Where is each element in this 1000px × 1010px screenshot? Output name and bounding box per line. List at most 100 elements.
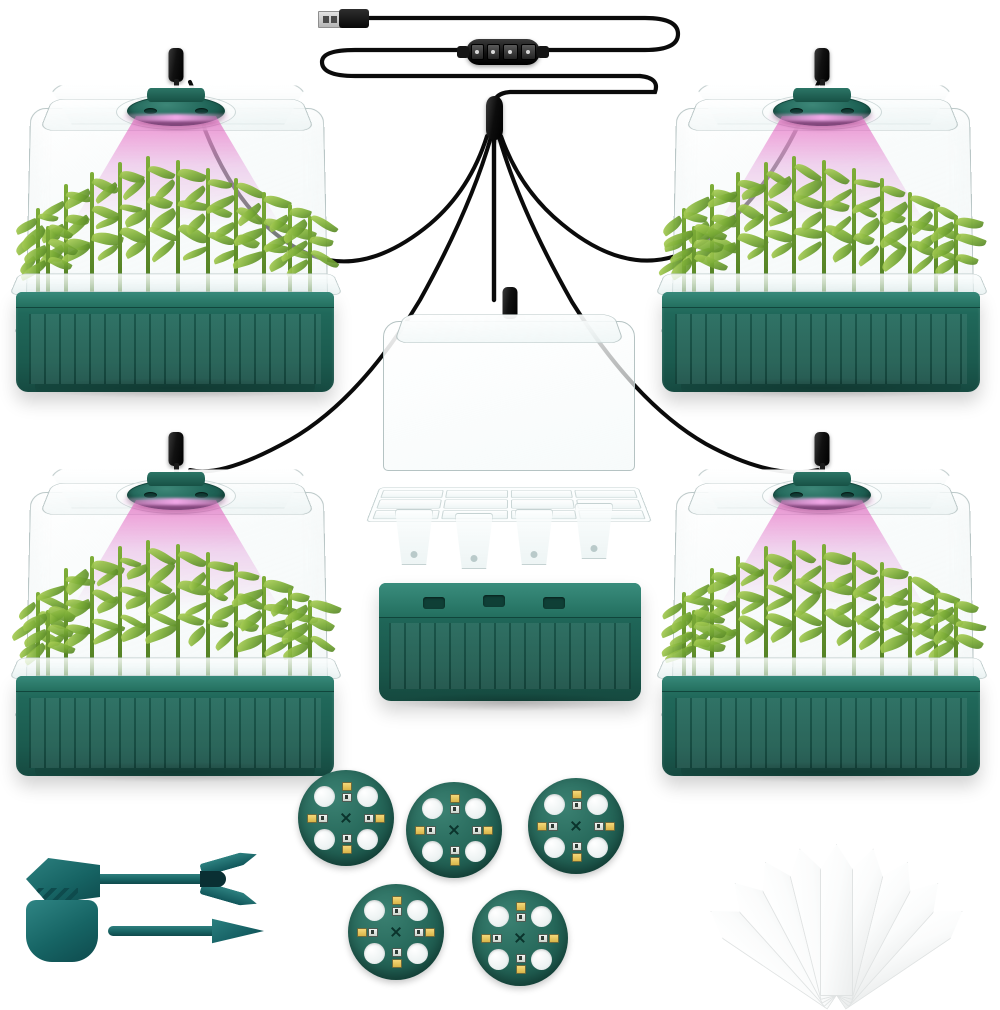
cable-splitter	[486, 96, 503, 140]
power-button[interactable]	[471, 44, 484, 60]
led-grow-light-board[interactable]	[528, 778, 624, 874]
seedling-leaf	[91, 627, 120, 645]
led-board-center-mark	[570, 820, 582, 832]
led-chip-cool	[450, 805, 460, 814]
led-chip-warm	[516, 902, 526, 911]
insert-pot	[455, 513, 493, 569]
led-board-center-mark	[390, 926, 402, 938]
seedling-leaf	[148, 207, 179, 232]
led-chip-cool	[572, 801, 582, 810]
tray-base[interactable]	[662, 676, 980, 776]
tray-base[interactable]	[16, 292, 334, 392]
seedling-leaf	[955, 598, 979, 617]
drain-slot	[543, 597, 565, 609]
scoop-shovel-icon	[26, 900, 98, 962]
led-board-hole	[422, 798, 443, 819]
led-chip-warm	[572, 790, 582, 799]
tool-rake-fork[interactable]	[22, 852, 272, 904]
led-board-hole	[531, 906, 552, 927]
serrated-trowel-icon	[26, 856, 100, 906]
led-chip-warm	[342, 782, 352, 791]
led-board-center-mark	[514, 932, 526, 944]
tray-top-left[interactable]	[6, 78, 346, 408]
led-chip-warm	[572, 853, 582, 862]
drain-slot	[483, 595, 505, 607]
seedling-leaf	[235, 634, 265, 653]
led-chip-cool	[594, 822, 604, 831]
seedling-leaf	[207, 176, 232, 190]
timer-button[interactable]	[487, 44, 500, 60]
tray-base[interactable]	[379, 583, 641, 701]
led-chip-cool	[364, 814, 374, 823]
led-chip-cool	[492, 934, 502, 943]
plant-label-markers[interactable]	[700, 826, 990, 996]
led-board-hole	[465, 798, 486, 819]
dome-top-face	[394, 314, 625, 343]
seedling-leaf	[955, 251, 978, 267]
led-grow-light-board[interactable]	[348, 884, 444, 980]
tray-shadow	[668, 762, 978, 782]
tray-shadow	[22, 762, 332, 782]
seedling-leaf	[181, 246, 208, 261]
tool-shaft	[88, 874, 214, 884]
seedling-leaf	[207, 559, 235, 575]
seedling-leaf	[769, 241, 794, 258]
tray-lip	[379, 583, 641, 618]
tool-scoop-dibber[interactable]	[22, 900, 272, 962]
seedling-leaf	[824, 165, 850, 188]
led-board-center-mark	[340, 812, 352, 824]
seedling-leaf	[150, 239, 178, 263]
led-board-hole	[314, 786, 335, 807]
light-plug-icon	[815, 432, 830, 466]
led-board-hole	[314, 829, 335, 850]
seedling-leaf	[910, 254, 936, 275]
led-board-hole	[544, 794, 565, 815]
seedling-leaf	[795, 241, 824, 262]
trowel-teeth	[26, 888, 78, 900]
led-board-hole	[488, 906, 509, 927]
humidity-dome	[383, 321, 635, 471]
mode-button[interactable]	[503, 44, 518, 60]
tray-ribs	[29, 698, 322, 768]
cell-insert-tray	[373, 473, 645, 565]
led-chip-cool	[516, 954, 526, 963]
tray-bottom-left[interactable]	[6, 462, 346, 792]
drain-slot	[423, 597, 445, 609]
tray-base[interactable]	[662, 292, 980, 392]
tray-base[interactable]	[16, 676, 334, 776]
led-light-disc[interactable]	[319, 327, 411, 354]
tray-top-right[interactable]	[652, 78, 992, 408]
seedling-leaf	[177, 548, 207, 571]
insert-cell	[510, 500, 574, 509]
inline-controller[interactable]	[466, 39, 540, 65]
led-grow-light-board[interactable]	[298, 770, 394, 866]
led-grow-light-board[interactable]	[406, 782, 502, 878]
insert-pot	[515, 509, 553, 565]
seedling-leaf	[96, 243, 120, 261]
brightness-button[interactable]	[521, 44, 536, 60]
tray-bottom-right[interactable]	[652, 462, 992, 792]
led-board-hole	[364, 900, 385, 921]
led-chip-warm	[549, 934, 559, 943]
plant-label[interactable]	[820, 844, 853, 996]
led-chip-cool	[450, 846, 460, 855]
light-plug-icon	[815, 48, 830, 82]
led-board-hole	[422, 841, 443, 862]
insert-cell	[443, 500, 507, 509]
led-chip-cool	[472, 826, 482, 835]
seedling-leaf	[213, 631, 236, 651]
led-board-hole	[544, 837, 565, 858]
seedling-leaf	[765, 594, 795, 612]
led-chip-warm	[450, 857, 460, 866]
pointed-dibber-icon	[212, 914, 264, 948]
tray-lip	[662, 292, 980, 308]
tray-center-exploded[interactable]	[365, 295, 655, 735]
seedling-leaf	[823, 549, 852, 570]
led-grow-light-board[interactable]	[472, 890, 568, 986]
tray-ribs	[29, 314, 322, 384]
insert-cell	[445, 490, 507, 498]
tray-ribs	[675, 314, 968, 384]
insert-cell	[510, 490, 572, 498]
tool-shaft	[108, 926, 226, 936]
